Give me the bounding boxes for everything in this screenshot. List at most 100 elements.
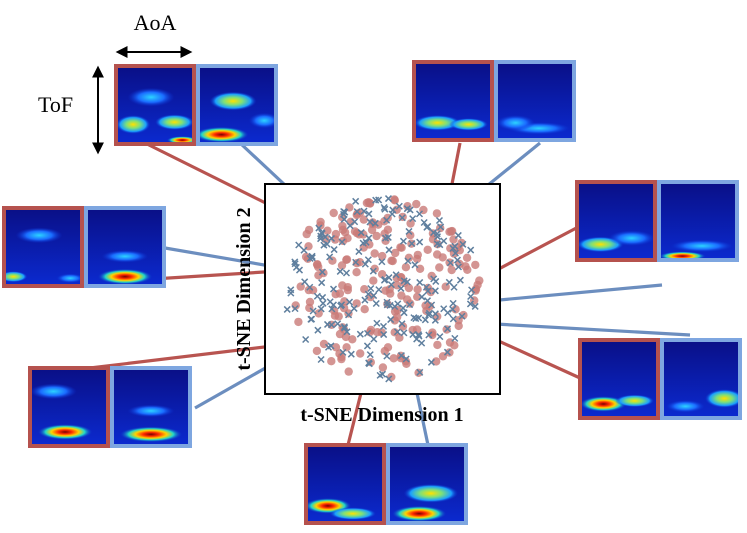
scatter-cross-blue <box>425 309 433 317</box>
scatter-cross-blue <box>343 328 351 336</box>
scatter-cross-blue <box>458 312 466 320</box>
scatter-cross-blue <box>300 246 308 254</box>
scatter-cross-blue <box>397 352 405 360</box>
scatter-cross-blue <box>347 350 355 358</box>
scatter-cross-blue <box>431 287 439 295</box>
scatter-cross-blue <box>370 292 378 300</box>
scatter-dot-red <box>341 332 351 342</box>
scatter-dot-red <box>331 343 341 352</box>
scatter-cross-blue <box>371 219 379 227</box>
scatter-cross-blue <box>346 222 354 230</box>
scatter-dot-red <box>435 263 444 272</box>
scatter-cross-blue <box>350 304 358 312</box>
heatmap-blue <box>386 443 468 525</box>
scatter-dot-red <box>390 195 399 204</box>
scatter-cross-blue <box>314 326 322 334</box>
scatter-cross-blue <box>381 234 390 242</box>
scatter-cross-blue <box>433 240 441 248</box>
scatter-cross-blue <box>416 368 424 376</box>
scatter-cross-blue <box>420 218 428 227</box>
scatter-cross-blue <box>308 253 316 261</box>
scatter-cross-blue <box>366 218 374 226</box>
scatter-cross-blue <box>424 287 432 295</box>
scatter-cross-blue <box>340 324 349 332</box>
scatter-cross-blue <box>340 210 348 218</box>
scatter-cross-blue <box>306 283 314 291</box>
scatter-cross-blue <box>411 261 419 269</box>
heatmap-red <box>28 366 110 448</box>
scatter-dot-red <box>356 349 365 358</box>
scatter-cross-blue <box>451 334 459 342</box>
scatter-dot-red <box>377 270 387 279</box>
scatter-cross-blue <box>415 210 424 218</box>
scatter-cross-blue <box>365 234 373 242</box>
scatter-cross-blue <box>327 321 336 329</box>
scatter-cross-blue <box>404 257 412 265</box>
scatter-cross-blue <box>397 284 405 292</box>
scatter-cross-blue <box>356 330 364 338</box>
scatter-cross-blue <box>435 216 444 225</box>
scatter-cross-blue <box>412 315 420 323</box>
scatter-cross-blue <box>471 302 479 310</box>
scatter-cross-blue <box>385 246 393 254</box>
scatter-dot-red <box>450 341 459 350</box>
scatter-cross-blue <box>355 248 363 256</box>
scatter-dot-red <box>462 253 472 262</box>
scatter-dot-red <box>294 317 303 327</box>
scatter-dot-red <box>412 199 421 209</box>
scatter-cross-blue <box>402 355 410 363</box>
scatter-cross-blue <box>432 277 440 285</box>
pair-right-upper <box>575 180 739 262</box>
scatter-cross-blue <box>416 278 424 286</box>
scatter-cross-blue <box>353 208 361 216</box>
scatter-cross-blue <box>406 206 414 214</box>
scatter-dot-red <box>438 253 447 262</box>
scatter-cross-blue <box>379 322 388 330</box>
scatter-cross-blue <box>315 224 323 232</box>
scatter-cross-blue <box>466 300 474 308</box>
scatter-dot-red <box>378 363 388 372</box>
heatmap-red <box>2 206 84 288</box>
scatter-cross-blue <box>449 299 457 307</box>
scatter-dot-red <box>323 226 332 235</box>
scatter-cross-blue <box>383 301 391 309</box>
scatter-dot-red <box>359 215 368 224</box>
scatter-dot-red <box>301 252 311 262</box>
heatmap-blue <box>110 366 192 448</box>
scatter-cross-blue <box>373 319 381 327</box>
scatter-cross-blue <box>283 305 291 313</box>
scatter-dot-red <box>423 245 432 254</box>
scatter-cross-blue <box>380 331 388 339</box>
scatter-dot-red <box>342 255 352 264</box>
scatter-cross-blue <box>422 283 430 291</box>
scatter-cross-blue <box>361 260 369 268</box>
scatter-dot-red <box>367 225 377 235</box>
scatter-cross-blue <box>459 240 467 248</box>
scatter-dot-red <box>401 263 411 272</box>
heatmap-red <box>304 443 386 525</box>
scatter-cross-blue <box>400 329 408 337</box>
scatter-cross-blue <box>287 289 295 297</box>
scatter-cross-blue <box>360 207 368 215</box>
aoa-label: AoA <box>134 10 177 35</box>
scatter-cross-blue <box>395 202 403 210</box>
scatter-cross-blue <box>430 229 438 237</box>
pair-left <box>2 206 166 288</box>
scatter-cross-blue <box>365 210 373 218</box>
scatter-cross-blue <box>308 315 316 323</box>
scatter-dot-red <box>364 198 373 207</box>
scatter-cross-blue <box>330 246 338 254</box>
scatter-cross-blue <box>467 292 475 301</box>
scatter-dot-red <box>338 221 347 231</box>
scatter-cross-blue <box>313 292 321 300</box>
scatter-cross-blue <box>320 241 328 249</box>
scatter-cross-blue <box>317 305 325 313</box>
scatter-cross-blue <box>327 234 336 242</box>
scatter-cross-blue <box>329 301 337 309</box>
scatter-cross-blue <box>352 197 360 205</box>
scatter-dot-red <box>433 340 442 350</box>
scatter-dot-red <box>413 285 422 294</box>
scatter-cross-blue <box>352 258 360 266</box>
scatter-dot-red <box>396 243 405 252</box>
scatter-dot-red <box>331 290 340 299</box>
